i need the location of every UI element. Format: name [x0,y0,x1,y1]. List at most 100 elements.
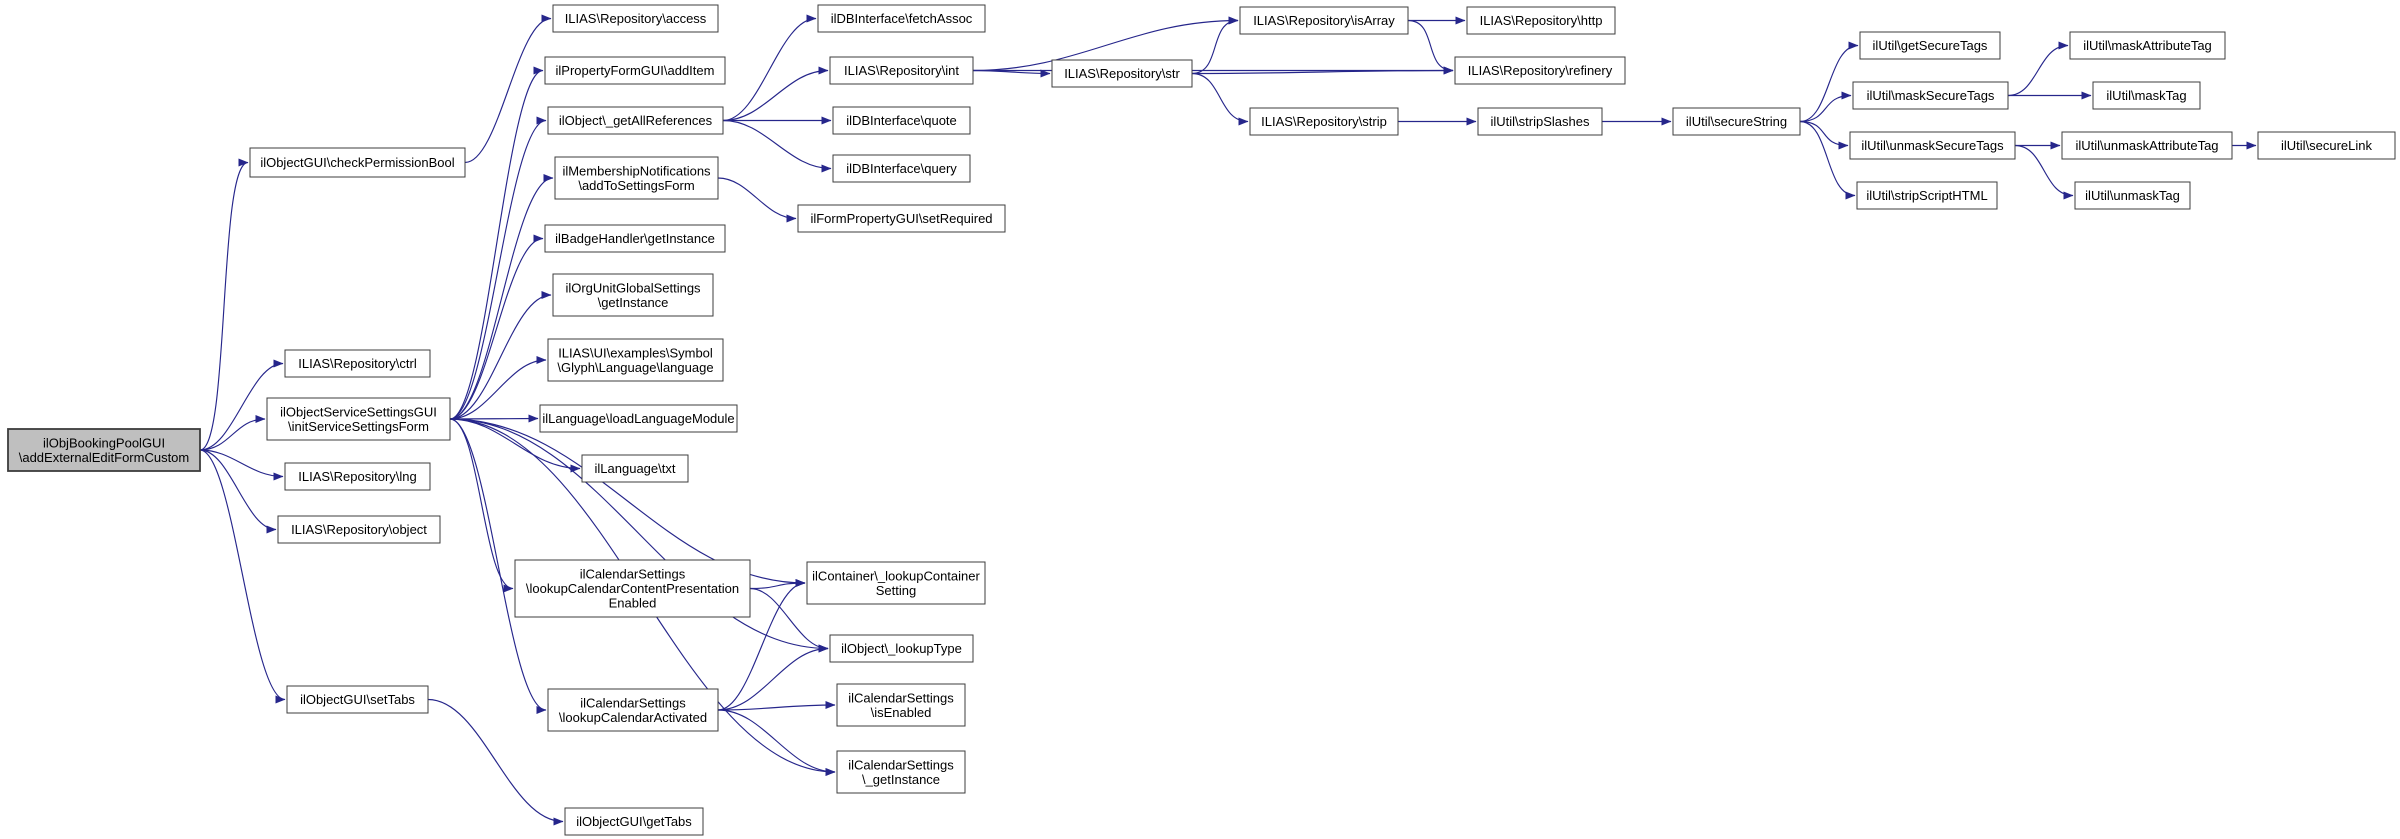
node-box [832,154,971,183]
node-label: ilDBInterface\query [846,161,957,176]
edge-isArray-to-refinery [1407,19,1454,75]
node-stripSlashes[interactable]: ilUtil\stripSlashes [1477,107,1603,136]
edge-lookupCalendarActivated-to-calendarGetInstance [717,709,836,776]
node-box [249,147,466,178]
node-fetchAssoc[interactable]: ilDBInterface\fetchAssoc [817,4,986,33]
edge-root-to-ctrl [199,359,284,451]
node-unmaskTag[interactable]: ilUtil\unmaskTag [2074,181,2191,210]
node-addItem[interactable]: ilPropertyFormGUI\addItem [544,56,726,85]
node-box [1672,107,1801,136]
node-lookupCalendarContentPresentationEnabled[interactable]: ilCalendarSettings\lookupCalendarContent… [514,559,751,618]
node-secureString[interactable]: ilUtil\secureString [1672,107,1801,136]
node-box [797,204,1006,233]
node-access[interactable]: ILIAS\Repository\access [552,4,719,33]
node-txt[interactable]: ilLanguage\txt [581,454,689,483]
node-label: ILIAS\Repository\str [1064,66,1180,81]
node-box [554,156,719,200]
node-initServiceSettingsForm[interactable]: ilObjectServiceSettingsGUI\initServiceSe… [266,397,451,441]
node-checkPermissionBool[interactable]: ilObjectGUI\checkPermissionBool [249,147,466,178]
edge-lookupCalendarActivated-to-isEnabled [717,701,836,711]
node-setTabs[interactable]: ilObjectGUI\setTabs [286,685,429,714]
node-loadLanguageModule[interactable]: ilLanguage\loadLanguageModule [539,404,738,433]
node-label: ilCalendarSettings [848,690,954,705]
node-getAllReferences[interactable]: ilObject\_getAllReferences [547,106,724,135]
edge-unmaskSecureTags-to-unmaskTag [2014,144,2074,200]
node-secureLink[interactable]: ilUtil\secureLink [2257,131,2396,160]
edge-getAllReferences-to-int [722,66,829,122]
node-http[interactable]: ILIAS\Repository\http [1466,6,1616,35]
node-label: ilUtil\maskSecureTags [1867,88,1995,103]
node-box [829,634,974,663]
node-label: \lookupCalendarActivated [559,710,707,725]
node-label: ilUtil\getSecureTags [1873,38,1988,53]
node-getTabs[interactable]: ilObjectGUI\getTabs [564,807,704,836]
node-lookupType[interactable]: ilObject\_lookupType [829,634,974,663]
node-quote[interactable]: ilDBInterface\quote [832,106,971,135]
node-label: ilUtil\stripScriptHTML [1866,188,1987,203]
node-label: ilObjectServiceSettingsGUI [280,404,437,419]
edge-initServiceSettingsForm-to-lookupContainerSetting [449,418,806,587]
node-badgeGetInstance[interactable]: ilBadgeHandler\getInstance [544,224,726,253]
node-label: ilOrgUnitGlobalSettings [565,280,701,295]
node-object[interactable]: ILIAS\Repository\object [277,515,441,544]
node-maskSecureTags[interactable]: ilUtil\maskSecureTags [1852,81,2009,110]
node-label: ilContainer\_lookupContainer [812,568,980,583]
edge-root-to-object [199,449,277,534]
node-label: ilDBInterface\fetchAssoc [831,11,973,26]
node-strip[interactable]: ILIAS\Repository\strip [1249,107,1399,136]
node-box [547,688,719,732]
node-str[interactable]: ILIAS\Repository\str [1051,59,1193,88]
edge-initServiceSettingsForm-to-lookupCalendarContentPresentationEnabled [449,418,514,593]
node-root[interactable]: ilObjBookingPoolGUI\addExternalEditFormC… [7,428,201,472]
node-label: ilUtil\maskTag [2106,88,2186,103]
node-setRequired[interactable]: ilFormPropertyGUI\setRequired [797,204,1006,233]
node-lng[interactable]: ILIAS\Repository\lng [284,462,431,491]
node-stripScriptHTML[interactable]: ilUtil\stripScriptHTML [1856,181,1998,210]
node-label: \addToSettingsForm [578,178,694,193]
node-label: ilDBInterface\quote [846,113,957,128]
node-box [564,807,704,836]
node-label: ilUtil\maskAttributeTag [2083,38,2212,53]
node-lookupCalendarActivated[interactable]: ilCalendarSettings\lookupCalendarActivat… [547,688,719,732]
node-orgUnitGetInstance[interactable]: ilOrgUnitGlobalSettings\getInstance [552,273,714,317]
node-box [836,750,966,794]
node-label: \initServiceSettingsForm [288,419,429,434]
node-box [806,561,986,605]
edge-initServiceSettingsForm-to-orgUnitGetInstance [449,291,552,420]
node-box [2074,181,2191,210]
node-box [547,338,724,382]
node-box [1466,6,1616,35]
node-refinery[interactable]: ILIAS\Repository\refinery [1454,56,1626,85]
node-label: ilUtil\unmaskSecureTags [1861,138,2004,153]
node-query[interactable]: ilDBInterface\query [832,154,971,183]
node-unmaskAttributeTag[interactable]: ilUtil\unmaskAttributeTag [2061,131,2233,160]
node-maskTag[interactable]: ilUtil\maskTag [2092,81,2201,110]
node-calendarGetInstance[interactable]: ilCalendarSettings\_getInstance [836,750,966,794]
node-label: \Glyph\Language\language [557,360,713,375]
node-label: ILIAS\Repository\object [291,522,427,537]
node-label: ILIAS\Repository\ctrl [298,356,417,371]
node-int[interactable]: ILIAS\Repository\int [829,56,974,85]
node-box [2257,131,2396,160]
node-isArray[interactable]: ILIAS\Repository\isArray [1239,6,1409,35]
node-box [284,349,431,378]
node-label: ilFormPropertyGUI\setRequired [810,211,992,226]
edge-initServiceSettingsForm-to-uiExamplesLanguage [449,356,547,420]
node-isEnabled[interactable]: ilCalendarSettings\isEnabled [836,683,966,727]
node-getSecureTags[interactable]: ilUtil\getSecureTags [1859,31,2001,60]
edge-setTabs-to-getTabs [427,698,564,826]
node-uiExamplesLanguage[interactable]: ILIAS\UI\examples\Symbol\Glyph\Language\… [547,338,724,382]
node-box [547,106,724,135]
node-addToSettingsForm[interactable]: ilMembershipNotifications\addToSettingsF… [554,156,719,200]
node-box [2092,81,2201,110]
node-box [1051,59,1193,88]
node-maskAttributeTag[interactable]: ilUtil\maskAttributeTag [2069,31,2226,60]
node-box [552,273,714,317]
node-box [1856,181,1998,210]
node-label: ILIAS\UI\examples\Symbol [558,345,713,360]
node-label: ilObject\_getAllReferences [559,113,713,128]
node-label: ILIAS\Repository\access [565,11,707,26]
node-ctrl[interactable]: ILIAS\Repository\ctrl [284,349,431,378]
node-unmaskSecureTags[interactable]: ilUtil\unmaskSecureTags [1849,131,2016,160]
